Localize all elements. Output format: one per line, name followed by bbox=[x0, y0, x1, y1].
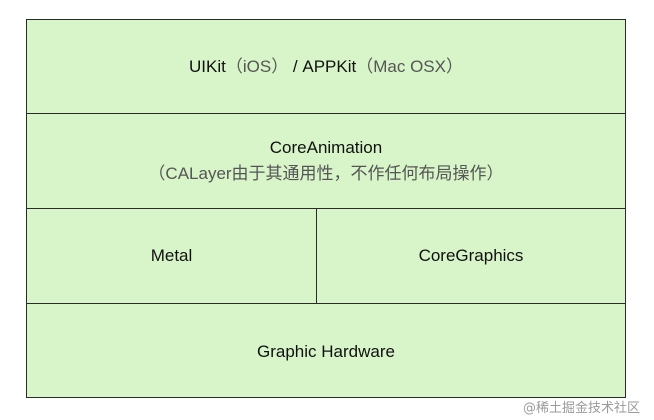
layer-diagram: UIKit（iOS） / APPKit（Mac OSX） CoreAnimati… bbox=[26, 19, 626, 398]
core-graphics-box: CoreGraphics bbox=[317, 209, 625, 303]
ui-framework-label: UIKit（iOS） / APPKit（Mac OSX） bbox=[189, 56, 463, 78]
core-animation-layer: CoreAnimation （CALayer由于其通用性，不作任何布局操作） bbox=[27, 114, 625, 209]
core-graphics-label: CoreGraphics bbox=[418, 246, 524, 265]
mac-label: （Mac OSX） bbox=[356, 56, 463, 76]
separator-label: / bbox=[288, 56, 303, 76]
core-animation-title: CoreAnimation bbox=[269, 138, 383, 157]
ui-framework-layer: UIKit（iOS） / APPKit（Mac OSX） bbox=[27, 20, 625, 114]
rendering-layer: Metal CoreGraphics bbox=[27, 209, 625, 304]
uikit-label: UIKit bbox=[189, 56, 226, 76]
core-animation-note: （CALayer由于其通用性，不作任何布局操作） bbox=[148, 164, 504, 183]
hardware-label: Graphic Hardware bbox=[257, 341, 395, 361]
ios-label: （iOS） bbox=[225, 56, 289, 76]
watermark: @稀土掘金技术社区 bbox=[522, 401, 640, 416]
appkit-label: APPKit bbox=[302, 56, 357, 76]
metal-label: Metal bbox=[150, 246, 193, 265]
metal-box: Metal bbox=[27, 209, 317, 303]
hardware-layer: Graphic Hardware bbox=[27, 304, 625, 399]
